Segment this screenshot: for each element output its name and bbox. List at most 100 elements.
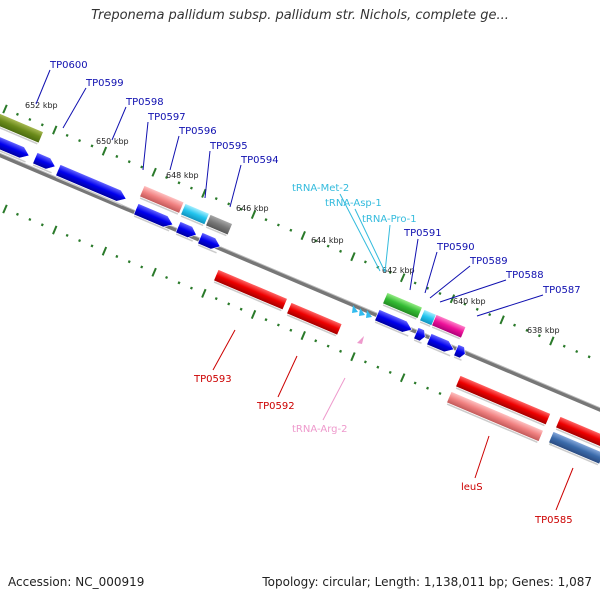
kbp-label: 648 kbp xyxy=(166,171,199,180)
tick-mark xyxy=(587,355,591,359)
gene-feature xyxy=(431,314,467,340)
gene-label: TP0588 xyxy=(505,270,544,281)
gene-label: TP0598 xyxy=(125,97,164,108)
gene-feature xyxy=(548,431,600,466)
leader-line xyxy=(277,355,298,398)
tick-mark xyxy=(189,186,193,190)
tick-mark xyxy=(350,252,356,262)
tick-mark xyxy=(165,175,169,180)
gene-feature xyxy=(139,185,185,215)
gene-feature xyxy=(213,269,288,312)
tick-mark xyxy=(413,281,417,285)
tick-mark xyxy=(388,370,392,374)
tick-mark xyxy=(2,204,8,214)
gene-feature xyxy=(0,136,30,163)
gene-label: TP0596 xyxy=(178,126,217,137)
tick-mark xyxy=(438,291,442,296)
gene-label: TP0589 xyxy=(469,256,508,267)
tick-mark xyxy=(549,336,555,346)
gene-features xyxy=(0,112,600,466)
leader-line xyxy=(474,435,490,479)
tick-mark xyxy=(239,307,243,311)
kbp-label: 644 kbp xyxy=(311,236,344,245)
backbone-line xyxy=(0,153,600,412)
tick-mark xyxy=(537,334,541,338)
tick-mark xyxy=(339,349,343,353)
gene-feature xyxy=(205,214,233,237)
kbp-label: 652 kbp xyxy=(25,101,58,110)
tick-mark xyxy=(475,307,479,311)
tick-mark xyxy=(65,233,69,237)
leader-line xyxy=(339,193,381,272)
gene-feature xyxy=(32,152,56,174)
leader-line xyxy=(384,224,391,273)
gene-label: tRNA-Pro-1 xyxy=(362,214,417,225)
tick-mark xyxy=(40,123,44,127)
tick-mark xyxy=(127,160,131,164)
tick-mark xyxy=(65,133,69,137)
tick-mark xyxy=(28,117,32,122)
leader-line xyxy=(142,121,149,171)
tick-mark xyxy=(350,352,356,362)
tick-mark xyxy=(78,139,82,143)
gene-label: leuS xyxy=(461,482,483,493)
gene-feature xyxy=(0,112,44,145)
tick-mark xyxy=(499,315,505,325)
tick-mark xyxy=(177,281,181,285)
tick-mark xyxy=(227,202,231,206)
tick-mark xyxy=(214,197,218,201)
tick-mark xyxy=(376,365,380,369)
tick-mark xyxy=(326,244,330,248)
gene-feature xyxy=(453,344,466,361)
tick-mark xyxy=(227,302,231,306)
tick-mark xyxy=(388,270,392,274)
tick-mark xyxy=(165,275,169,280)
tick-mark xyxy=(140,165,144,169)
label-leaders xyxy=(35,69,574,511)
tick-mark xyxy=(575,349,579,354)
tick-mark xyxy=(276,323,280,327)
tick-mark xyxy=(2,104,8,114)
map-title: Treponema pallidum subsp. pallidum str. … xyxy=(91,8,509,23)
tick-mark xyxy=(151,267,157,277)
leader-line xyxy=(354,208,386,273)
tick-mark xyxy=(463,302,467,306)
tick-mark xyxy=(115,254,119,259)
tick-mark xyxy=(449,294,456,304)
tick-mark xyxy=(52,225,58,235)
tick-mark xyxy=(399,273,406,283)
tick-mark xyxy=(562,344,566,348)
tick-mark xyxy=(140,265,144,269)
tick-mark xyxy=(189,286,193,290)
tick-mark xyxy=(363,360,367,364)
tick-mark xyxy=(201,288,207,298)
leader-line xyxy=(439,279,507,303)
tick-mark xyxy=(488,313,492,317)
tick-mark xyxy=(300,231,306,241)
tick-mark xyxy=(250,209,257,219)
gene-label: tRNA-Met-2 xyxy=(292,183,349,194)
tick-mark xyxy=(314,339,318,343)
gene-feature xyxy=(426,333,455,357)
tick-mark xyxy=(276,223,280,227)
gene-feature xyxy=(555,416,600,449)
tick-mark xyxy=(363,260,367,264)
gene-label: TP0590 xyxy=(436,242,475,253)
tick-mark xyxy=(513,323,517,327)
tick-mark xyxy=(214,297,218,301)
tick-mark xyxy=(127,260,131,264)
leader-line xyxy=(169,135,180,171)
accession-text: Accession: NC_000919 xyxy=(8,575,145,589)
gene-label: TP0585 xyxy=(534,515,573,526)
kbp-label: 640 kbp xyxy=(453,297,486,306)
trna-feature xyxy=(359,308,365,316)
gene-label: tRNA-Asp-1 xyxy=(325,198,382,209)
tick-mark xyxy=(264,318,268,322)
gene-label: TP0600 xyxy=(49,60,88,71)
gene-feature xyxy=(419,309,437,328)
tick-mark xyxy=(314,239,318,243)
kbp-label: 638 kbp xyxy=(527,326,560,335)
tick-mark xyxy=(426,286,430,290)
gene-label: TP0595 xyxy=(209,141,248,152)
